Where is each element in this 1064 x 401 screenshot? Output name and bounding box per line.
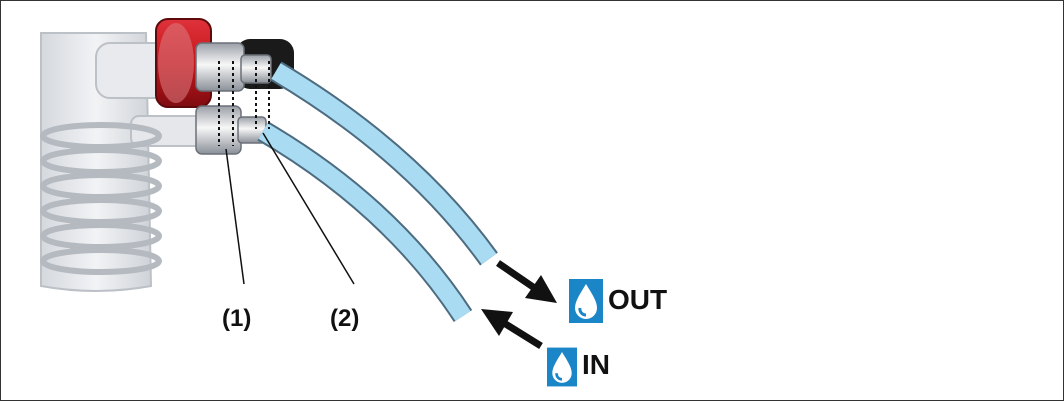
inlet-hose xyxy=(257,121,473,323)
out-arrow xyxy=(496,260,557,303)
out-label: OUT xyxy=(608,284,668,315)
outlet-hose xyxy=(270,61,498,266)
lower-hose-adapter xyxy=(195,105,267,155)
cooling-coil xyxy=(40,122,162,275)
glass-condenser xyxy=(40,32,207,292)
fitting-marker-lines xyxy=(218,61,270,146)
in-label: IN xyxy=(582,349,610,380)
callout-label-2: (2) xyxy=(330,305,360,332)
water-drop-icon xyxy=(547,347,577,387)
water-drop-icon xyxy=(569,279,603,323)
in-arrow xyxy=(481,309,543,349)
callout-label-1: (1) xyxy=(222,305,252,332)
callout-leader-lines xyxy=(225,132,355,285)
